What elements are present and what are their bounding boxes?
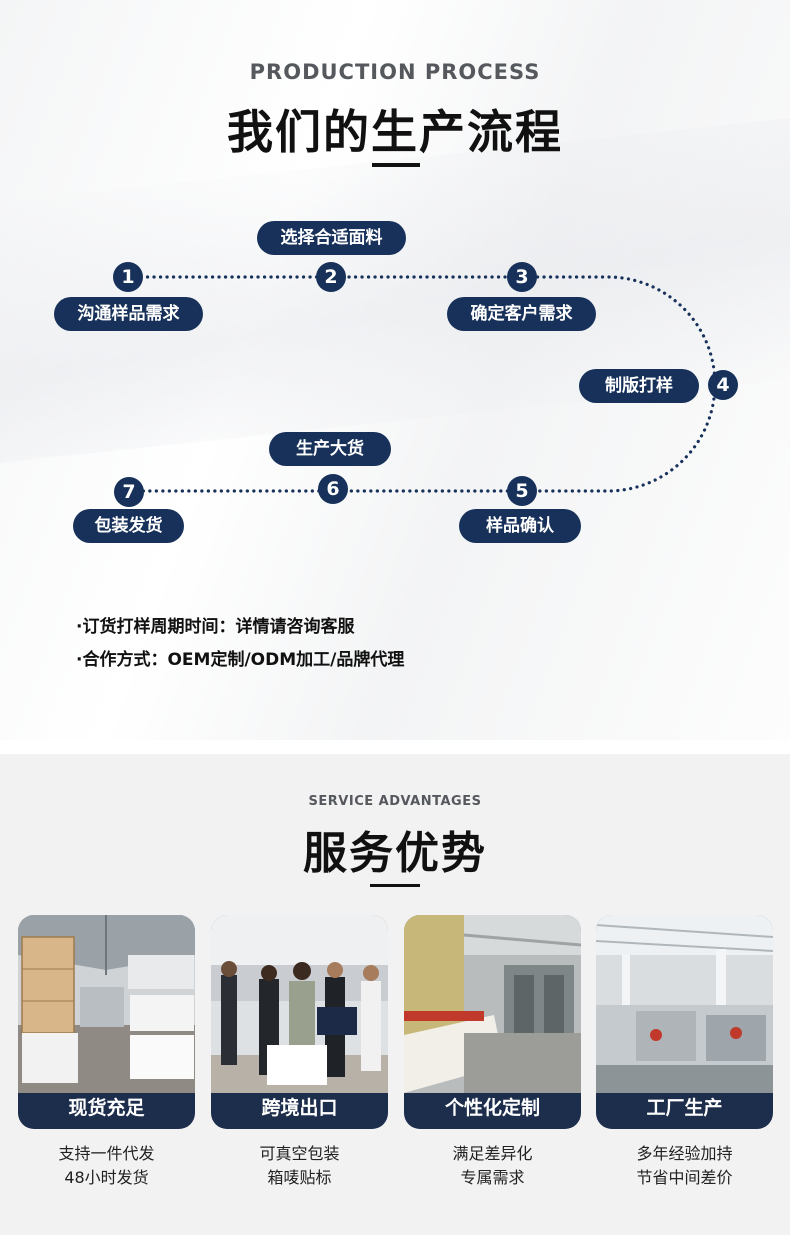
- step-5-number: 5: [507, 476, 537, 506]
- card-desc-stock-line2: 48小时发货: [64, 1168, 149, 1187]
- step-1-label: 沟通样品需求: [54, 297, 203, 331]
- step-3-label: 确定客户需求: [447, 297, 596, 331]
- step-6-label: 生产大货: [269, 432, 391, 466]
- card-desc-custom-line2: 专属需求: [460, 1168, 525, 1187]
- card-desc-export-line1: 可真空包装: [259, 1144, 340, 1163]
- order-cycle-note: ·订货打样周期时间：详情请咨询客服: [76, 617, 355, 637]
- service-card-stock: 现货充足: [18, 915, 195, 1129]
- service-card-export: 跨境出口: [211, 915, 388, 1129]
- service-card-factory: 工厂生产: [596, 915, 773, 1129]
- cooperation-mode-note: ·合作方式：OEM定制/ODM加工/品牌代理: [76, 650, 405, 670]
- section-divider: [0, 740, 790, 754]
- step-7-number: 7: [114, 477, 144, 507]
- card-desc-custom-line1: 满足差异化: [452, 1144, 533, 1163]
- step-4-label: 制版打样: [579, 369, 699, 403]
- weaving-machine-photo: [404, 915, 581, 1093]
- card-desc-factory: 多年经验加持 节省中间差价: [596, 1142, 773, 1190]
- step-6-number: 6: [318, 474, 348, 504]
- card-title-export: 跨境出口: [261, 1097, 338, 1119]
- service-title-underline: [370, 884, 420, 887]
- card-desc-export-line2: 箱唛贴标: [267, 1168, 332, 1187]
- step-5-label: 样品确认: [459, 509, 581, 543]
- card-desc-stock-line1: 支持一件代发: [58, 1144, 155, 1163]
- client-visit-photo: [211, 915, 388, 1093]
- step-2-number: 2: [316, 262, 346, 292]
- step-2-label: 选择合适面料: [257, 221, 406, 255]
- process-en-title: PRODUCTION PROCESS: [249, 60, 541, 84]
- card-title-custom: 个性化定制: [444, 1097, 540, 1119]
- card-desc-factory-line1: 多年经验加持: [636, 1144, 733, 1163]
- card-desc-stock: 支持一件代发 48小时发货: [18, 1142, 195, 1190]
- warehouse-photo: [18, 915, 195, 1093]
- service-cn-title: 服务优势: [303, 828, 487, 879]
- service-en-title: SERVICE ADVANTAGES: [308, 794, 482, 809]
- process-cn-title: 我们的生产流程: [227, 105, 563, 159]
- card-title-stock: 现货充足: [68, 1097, 145, 1119]
- card-desc-export: 可真空包装 箱唛贴标: [211, 1142, 388, 1190]
- card-title-factory: 工厂生产: [646, 1097, 723, 1119]
- step-3-number: 3: [507, 262, 537, 292]
- process-title-underline: [372, 163, 420, 167]
- step-4-number: 4: [708, 370, 738, 400]
- service-card-custom: 个性化定制: [404, 915, 581, 1129]
- factory-floor-photo: [596, 915, 773, 1093]
- card-desc-custom: 满足差异化 专属需求: [404, 1142, 581, 1190]
- step-7-label: 包装发货: [73, 509, 184, 543]
- step-1-number: 1: [113, 262, 143, 292]
- card-desc-factory-line2: 节省中间差价: [636, 1168, 733, 1187]
